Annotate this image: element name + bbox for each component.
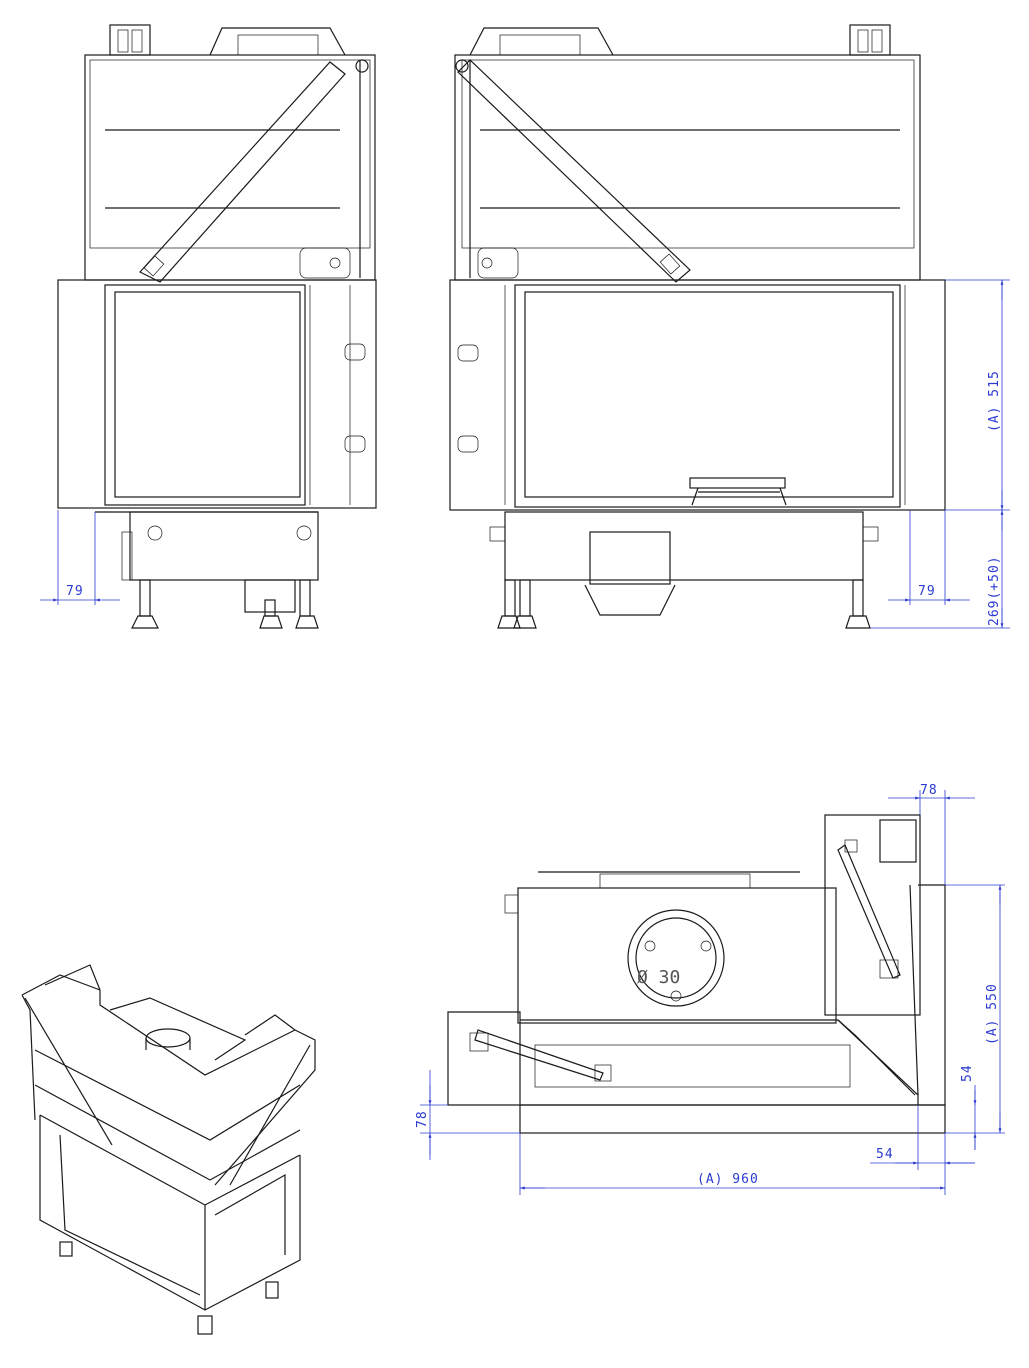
isometric-view	[21, 964, 316, 1335]
plan-dimension-78-left: 78	[415, 1070, 520, 1160]
front-right-offset-label: 79	[918, 584, 936, 599]
front-left-dimension-79: 79	[40, 510, 120, 605]
plan-dimension-78-top: 78	[888, 783, 975, 885]
plan-depth-label: (A) 550	[985, 983, 1000, 1045]
plan-bottom-small-label: 54	[876, 1147, 894, 1162]
plan-view: Ø 30	[447, 814, 946, 1134]
plan-dimension-960: (A) 960	[519, 1133, 946, 1195]
glass-height-label: (A) 515	[987, 370, 1002, 432]
front-view-right	[449, 24, 946, 629]
plan-dimension-54-bottom: 54	[870, 1105, 975, 1170]
plan-left-offset-label: 78	[415, 1110, 430, 1128]
vertical-dimensions-front: (A) 515 269(+50)	[870, 279, 1010, 629]
plan-width-label: (A) 960	[697, 1172, 759, 1187]
plan-top-offset-label: 78	[920, 783, 938, 798]
front-left-offset-label: 79	[66, 584, 84, 599]
base-height-label: 269(+50)	[987, 555, 1002, 626]
plan-side-small-label: 54	[960, 1064, 975, 1082]
plan-dimension-550: (A) 550	[945, 884, 1005, 1134]
flue-diameter-label: Ø 30	[637, 967, 680, 988]
front-view-left	[57, 24, 377, 629]
plan-dimension-54-side: 54	[960, 1064, 977, 1150]
front-right-dimension-79: 79	[888, 510, 970, 605]
